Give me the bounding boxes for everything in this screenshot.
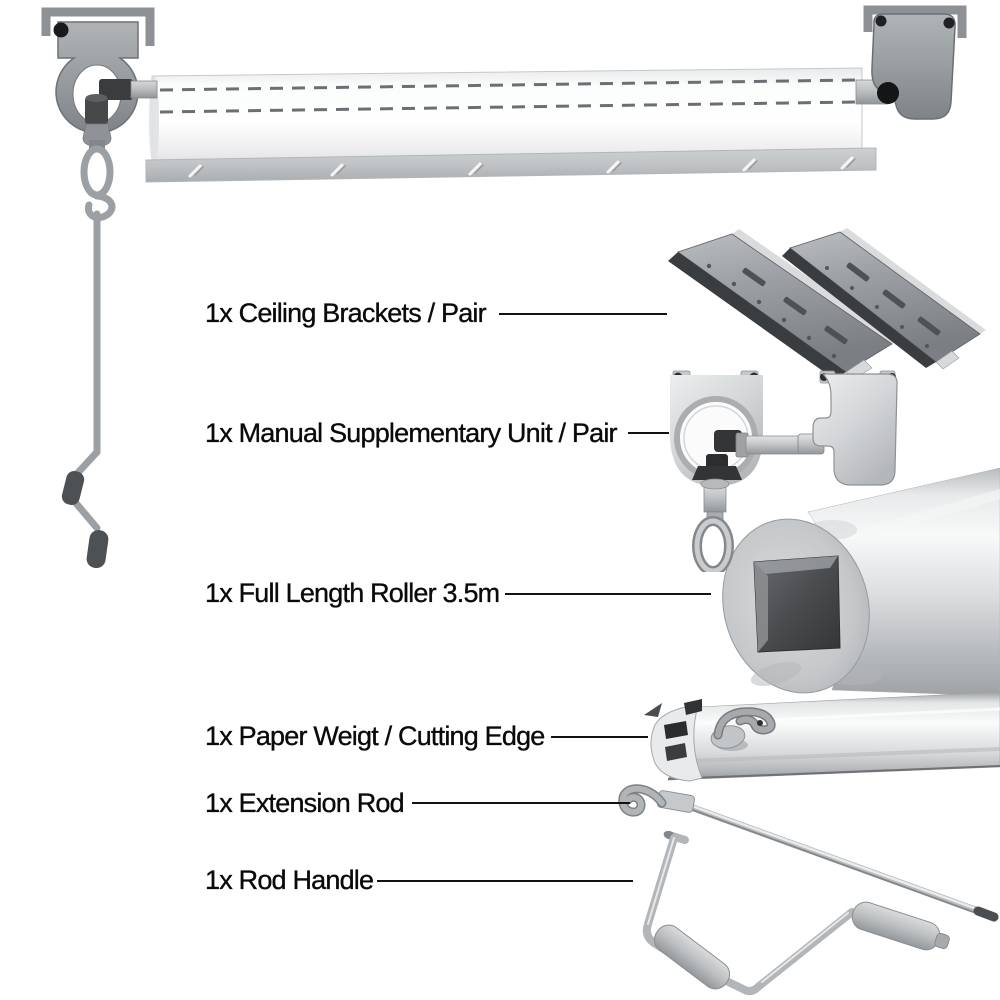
left-ceiling-bracket-illustration: [41, 7, 158, 147]
part-label-paper-weight: 1x Paper Weigt / Cutting Edge: [205, 721, 546, 751]
part-label-rod-handle: 1x Rod Handle: [205, 865, 374, 895]
paper-weight-hook-fitting: [710, 707, 776, 751]
extension-rod-hook: [618, 784, 695, 817]
roller-illustration: [145, 67, 877, 183]
paper-weight-end-profile: [644, 699, 703, 782]
swivel-and-eyelet: [692, 478, 734, 572]
supplementary-unit-right: [812, 370, 898, 486]
ceiling-bracket-rail-1: [668, 229, 898, 380]
crank-handle-illustration: [61, 140, 116, 569]
ceiling-bracket-rail-2: [782, 228, 986, 370]
paper-weight-photo: [644, 691, 1000, 782]
extension-rod-photo: [618, 784, 999, 922]
ceiling-brackets-photo: [668, 228, 986, 380]
axle-knob: [877, 82, 899, 104]
manual-supplementary-unit-photo: [670, 370, 898, 572]
part-label-full-length-roller: 1x Full Length Roller 3.5m: [205, 578, 501, 608]
rod-handle-photo: [642, 830, 950, 996]
extension-rod-shaft: [670, 797, 999, 922]
supplementary-unit-left: [670, 370, 825, 572]
callout-line-paper-weight: [551, 736, 648, 738]
right-ceiling-bracket-illustration: [855, 5, 967, 120]
callout-line-rod-handle: [377, 880, 633, 882]
part-label-extension-rod: 1x Extension Rod: [205, 788, 405, 818]
full-length-roller-photo: [722, 467, 1000, 697]
callout-line-ceiling-brackets: [499, 313, 667, 315]
crank-grip-upper: [851, 901, 950, 951]
paper-weight-rail-illustration: [145, 147, 877, 183]
part-label-manual-supplementary-unit: 1x Manual Supplementary Unit / Pair: [205, 418, 618, 448]
roller-end-cap: [722, 518, 870, 694]
callout-line-manual-supplementary-unit: [628, 432, 669, 434]
part-label-ceiling-brackets: 1x Ceiling Brackets / Pair: [205, 298, 487, 328]
crank-grip-lower: [653, 924, 731, 990]
bracket-knob: [53, 22, 69, 38]
callout-line-extension-rod: [412, 802, 630, 804]
assembled-unit-illustration: [41, 5, 967, 569]
crank-tube: [642, 830, 856, 996]
worm-gear-drive: [692, 430, 825, 480]
callout-line-full-length-roller: [505, 593, 711, 595]
